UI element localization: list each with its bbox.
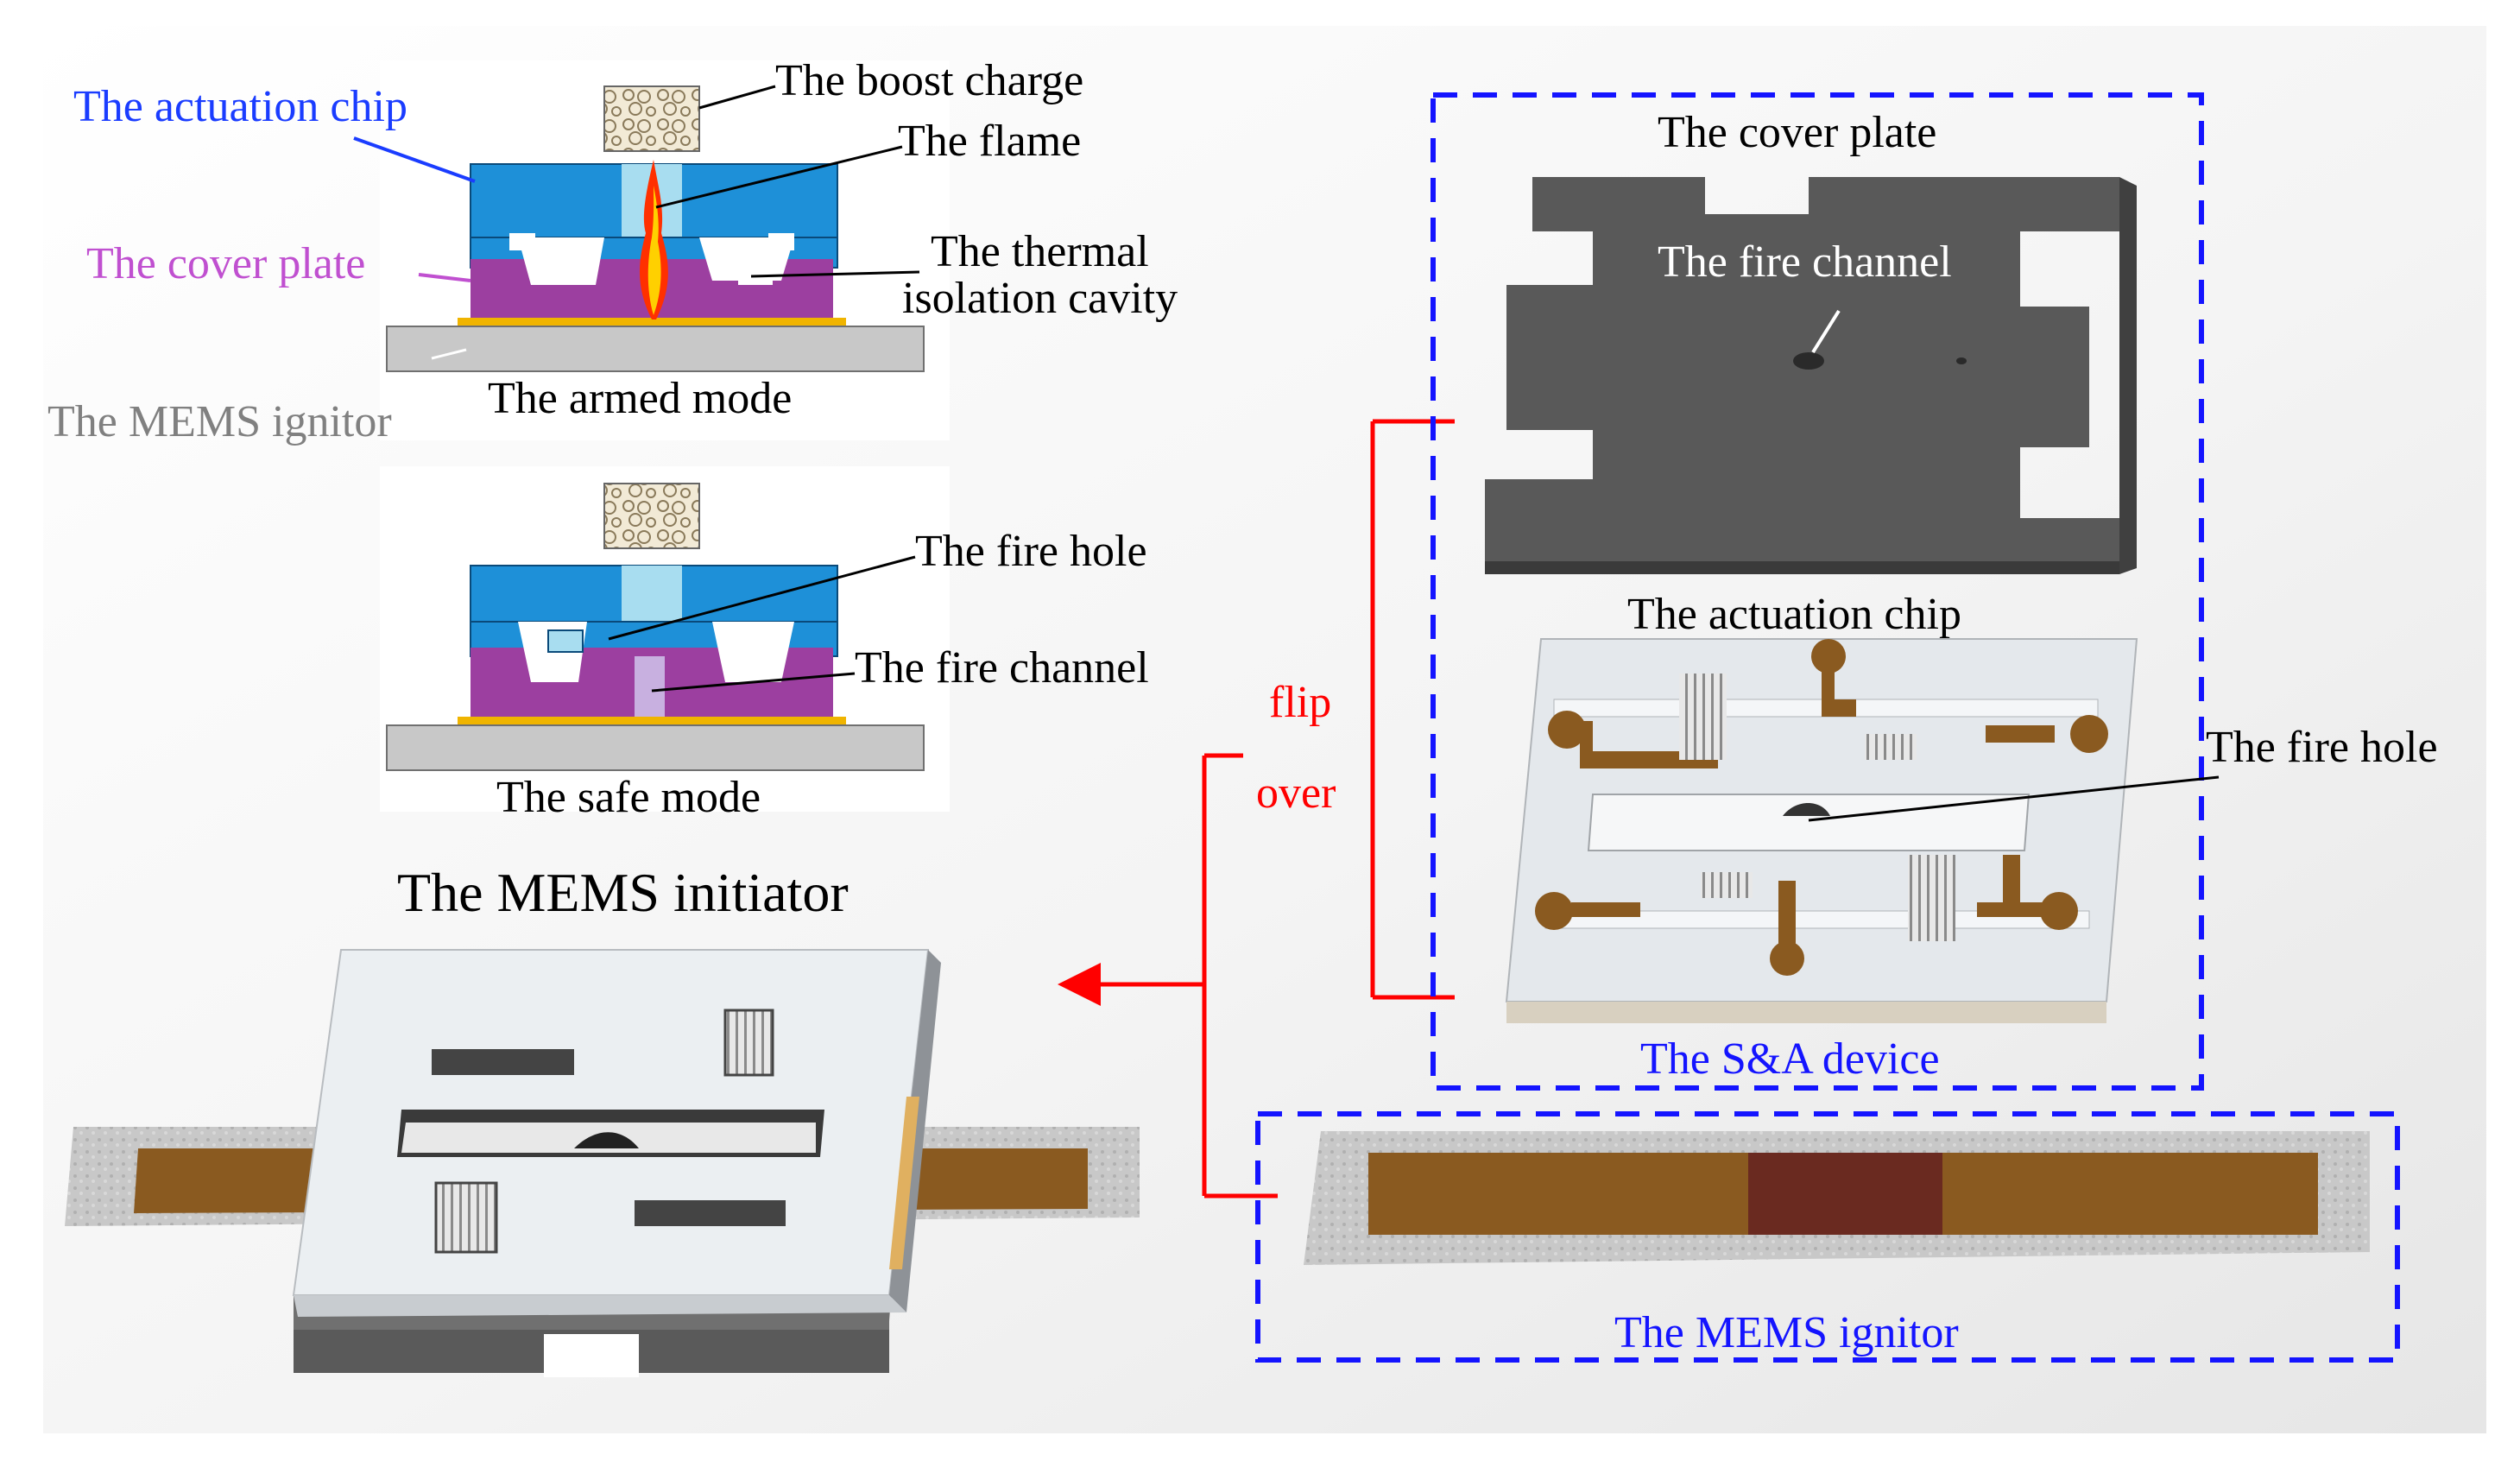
cover-plate-model [1485, 177, 2137, 574]
sa-device-box [1431, 92, 2204, 1091]
label-actuation-chip-right: The actuation chip [1627, 590, 1961, 639]
label-armed-mode: The armed mode [488, 374, 792, 423]
actuation-chip-model [1505, 638, 2138, 1023]
label-safe-mode: The safe mode [496, 773, 761, 822]
label-thermal: The thermal [931, 227, 1149, 276]
mems-ignitor-substrate [386, 326, 925, 372]
label-cover-plate-left: The cover plate [86, 239, 365, 288]
fire-hole-leader [1808, 775, 2220, 822]
label-mems-initiator: The MEMS initiator [397, 862, 849, 923]
left-leaders [608, 85, 920, 693]
label-over: over [1256, 768, 1336, 818]
armed-mode-diagram [386, 85, 925, 372]
label-mems-ignitor-right: The MEMS ignitor [1614, 1308, 1959, 1357]
label-fire-hole-left: The fire hole [915, 527, 1147, 576]
label-fire-channel-right: The fire channel [1658, 237, 1952, 287]
flip-over-connector [1058, 419, 1455, 1199]
mems-ignitor-box [1255, 1111, 2400, 1363]
safe-mode-diagram [386, 483, 925, 771]
label-fire-hole-right: The fire hole [2206, 723, 2438, 772]
label-flame: The flame [898, 117, 1081, 166]
cover-plate-leader [418, 273, 471, 282]
label-fire-channel-left: The fire channel [855, 643, 1149, 693]
label-actuation-chip-left: The actuation chip [73, 82, 407, 131]
label-cover-plate-right: The cover plate [1658, 108, 1936, 157]
boost-charge-block [603, 85, 700, 152]
mems-ignitor-model [1304, 1131, 2370, 1265]
label-sa-device: The S&A device [1640, 1034, 1940, 1084]
label-flip: flip [1269, 678, 1331, 727]
actuation-chip-leader [353, 136, 476, 183]
label-boost-charge: The boost charge [775, 56, 1083, 105]
ignitor-bridge-strip [458, 318, 846, 326]
label-isolation-cavity: isolation cavity [902, 274, 1178, 323]
mems-initiator-model [65, 949, 1140, 1377]
label-mems-ignitor-left: The MEMS ignitor [47, 397, 392, 446]
